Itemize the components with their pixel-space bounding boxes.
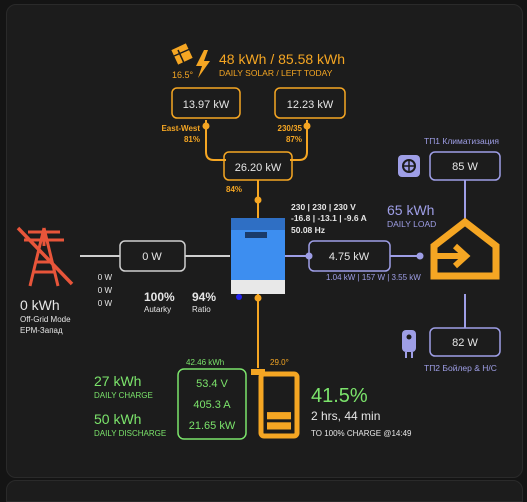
grid-off-icon[interactable]	[16, 226, 74, 287]
status-dot	[236, 294, 242, 300]
battery-energy-label: 42.46 kWh	[186, 358, 224, 367]
grid-phase2: 0 W	[98, 286, 113, 295]
battery-temperature: 29.0°	[270, 358, 289, 367]
solar-total-box	[223, 151, 293, 181]
flow-dot	[202, 122, 210, 130]
solar-temperature: 16.5°	[172, 70, 194, 80]
aux2-label: ТП2 Бойлер & Н/С	[424, 363, 497, 373]
battery-time: 2 hrs, 44 min	[311, 409, 380, 423]
flow-dot	[254, 294, 262, 302]
solar-line-1	[205, 120, 226, 161]
grid-phase1: 0 W	[98, 273, 113, 282]
inverter-currents: -16.8 | -13.1 | -9.6 A	[291, 213, 367, 223]
mppt1-pct: 81%	[184, 135, 200, 144]
grid-power-box	[119, 240, 186, 272]
battery-soc: 41.5%	[311, 385, 368, 407]
grid-energy: 0 kWh	[20, 297, 60, 313]
flow-dot	[416, 252, 424, 260]
battery-charge-value: 27 kWh	[94, 373, 141, 389]
mppt2-label: 230/35	[278, 124, 303, 133]
power-flow-diagram: 16.5° 48 kWh / 85.58 kWh DAILY SOLAR / L…	[16, 43, 501, 440]
inverter-device[interactable]	[231, 218, 285, 294]
load-power-box	[308, 240, 391, 272]
aux2-box	[429, 327, 501, 357]
battery-charge-label: DAILY CHARGE	[94, 391, 153, 400]
ratio-label: Ratio	[192, 305, 211, 314]
grid-mode: Off-Grid Mode	[20, 315, 71, 324]
grid-name: ЕРМ-Запад	[20, 326, 63, 335]
battery-current: 405.3 A	[193, 399, 231, 411]
autarky-label: Autarky	[144, 305, 171, 314]
load-phases: 1.04 kW | 157 W | 3.55 kW	[326, 273, 421, 282]
aux1-box	[429, 151, 501, 181]
aux1-power: 85 W	[452, 161, 478, 173]
battery-charging-icon[interactable]	[251, 369, 300, 439]
grid-power: 0 W	[142, 251, 162, 263]
mppt2-power: 12.23 kW	[287, 99, 334, 111]
grid-phase3: 0 W	[98, 299, 113, 308]
battery-level-bar	[267, 422, 291, 430]
battery-level-bar	[267, 412, 291, 420]
home-import-icon[interactable]	[430, 217, 500, 280]
inverter-frequency: 50.08 Hz	[291, 225, 325, 235]
battery-discharge-value: 50 kWh	[94, 411, 141, 427]
load-daily: 65 kWh	[387, 202, 434, 218]
flow-dot	[303, 122, 311, 130]
solar-headline: 48 kWh / 85.58 kWh	[219, 51, 345, 67]
battery-discharge-label: DAILY DISCHARGE	[94, 429, 166, 438]
load-power: 4.75 kW	[329, 251, 370, 263]
battery-power: 21.65 kW	[189, 420, 236, 432]
solar-panel-lightning-icon	[171, 43, 210, 78]
solar-total-pct: 84%	[226, 185, 242, 194]
air-conditioner-icon	[398, 155, 420, 177]
battery-level-fill	[267, 412, 291, 430]
inverter-voltages: 230 | 230 | 230 V	[291, 202, 356, 212]
aux2-power: 82 W	[452, 337, 478, 349]
solar-line-2	[290, 120, 308, 161]
battery-time-label: TO 100% CHARGE @14:49	[311, 429, 412, 438]
flow-dot	[254, 196, 262, 204]
battery-voltage: 53.4 V	[196, 378, 228, 390]
mppt1-box	[171, 87, 241, 119]
autarky-value: 100%	[144, 290, 175, 304]
load-daily-label: DAILY LOAD	[387, 219, 436, 229]
mppt2-pct: 87%	[286, 135, 302, 144]
solar-subtitle: DAILY SOLAR / LEFT TODAY	[219, 68, 333, 78]
battery-stats-box	[177, 368, 247, 440]
ratio-value: 94%	[192, 290, 216, 304]
mppt2-box	[274, 87, 346, 119]
mppt1-label: East-West	[161, 124, 200, 133]
aux1-label: ТП1 Климатизация	[424, 136, 499, 146]
water-boiler-icon	[402, 330, 416, 358]
mppt1-power: 13.97 kW	[183, 99, 230, 111]
solar-total-power: 26.20 kW	[235, 162, 282, 174]
